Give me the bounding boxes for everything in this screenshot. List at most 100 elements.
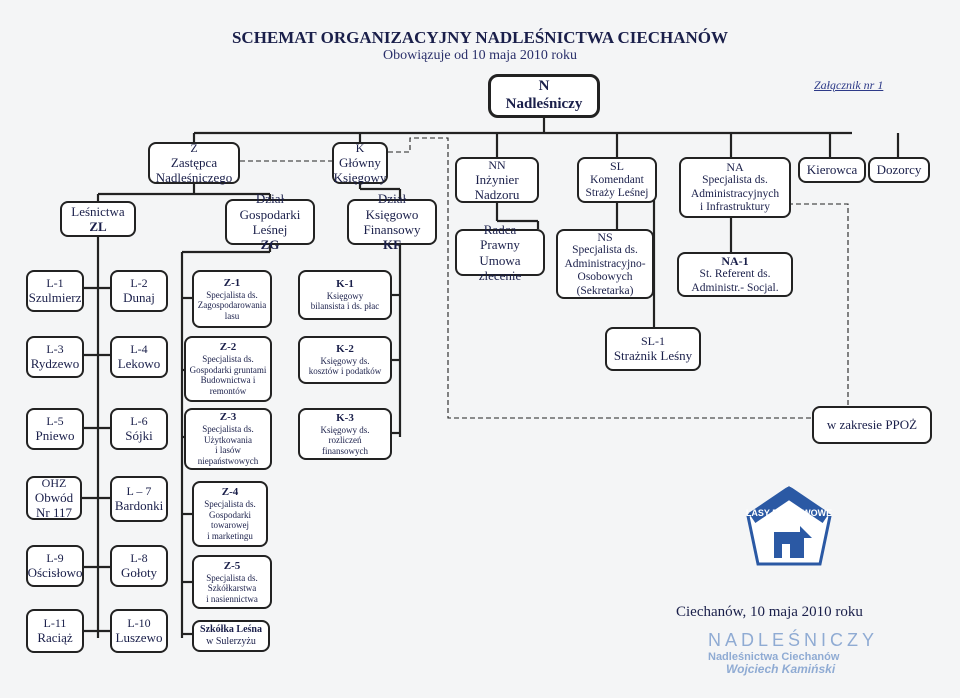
box-line: Kierowca — [806, 162, 858, 178]
box-line: w zakresie PPOŻ — [826, 417, 918, 433]
box-line: KF — [382, 237, 402, 253]
box-line: Radca — [483, 221, 517, 237]
box-line: Pniewo — [35, 428, 75, 444]
box-code: L-10 — [127, 616, 151, 631]
box-line: remontów — [209, 386, 247, 397]
box-code: L-5 — [46, 414, 64, 429]
box-line: Księgowy ds. — [320, 424, 370, 435]
org-box-ppoz: w zakresie PPOŻ — [812, 406, 932, 444]
box-code: Z-1 — [223, 276, 241, 289]
box-line: Specjalista ds. — [206, 289, 258, 300]
box-code: L-6 — [130, 414, 148, 429]
box-code: L-8 — [130, 551, 148, 566]
box-line: (Sekretarka) — [576, 284, 634, 297]
box-line: Lekowo — [117, 356, 161, 372]
box-line: Leśnictwa — [71, 203, 125, 219]
box-code: L-4 — [130, 342, 148, 357]
box-line: niepaństwowych — [197, 456, 259, 467]
box-line: Raciąż — [37, 630, 73, 646]
box-code: NA-1 — [721, 253, 749, 268]
box-line: Gospodarki — [209, 509, 251, 520]
box-line: Dział — [255, 191, 285, 207]
svg-text:LASY PAŃSTWOWE: LASY PAŃSTWOWE — [746, 508, 832, 518]
annex-label: Załącznik nr 1 — [814, 78, 884, 92]
chart-subtitle: Obowiązuje od 10 maja 2010 roku — [382, 48, 577, 63]
org-box-kierowca: Kierowca — [798, 157, 866, 183]
box-line: Użytkowania — [204, 434, 252, 445]
box-code: Z-2 — [219, 341, 237, 354]
box-line: Księgowy — [326, 290, 364, 301]
box-line: Ościsłowo — [27, 565, 83, 581]
box-line: Osobowych — [577, 271, 633, 284]
box-line: Rydzewo — [30, 356, 80, 372]
box-line: Nadleśniczego — [155, 170, 233, 186]
box-line: towarowej — [211, 520, 249, 531]
box-line: lasu — [224, 310, 240, 321]
box-line: rozliczeń — [328, 435, 362, 446]
box-code: Z-4 — [221, 486, 239, 499]
box-line: Budownictwa i — [200, 375, 256, 386]
box-code: N — [538, 78, 550, 95]
box-line: Specjalista ds. — [202, 424, 254, 435]
box-code: K — [355, 140, 365, 155]
box-line: Administr.- Socjal. — [691, 281, 779, 294]
box-line: Specjalista ds. — [572, 243, 638, 256]
box-code: SL-1 — [641, 334, 665, 349]
box-line: Obwód — [34, 489, 74, 505]
box-line: Specjalista ds. — [202, 354, 254, 365]
box-line: Gołoty — [120, 565, 158, 581]
box-code: SL — [609, 159, 624, 174]
box-code: Z-3 — [219, 411, 237, 424]
box-line: Specjalista ds. — [204, 499, 256, 510]
box-line: Specjalista ds. — [702, 174, 768, 187]
box-line: i Infrastruktury — [700, 201, 770, 214]
box-code: L-1 — [46, 276, 64, 291]
box-code: NN — [488, 157, 506, 172]
box-code: Z-5 — [223, 559, 241, 572]
box-line: Główny — [339, 154, 381, 170]
box-code: K-2 — [336, 342, 354, 355]
lasy-panstwowe-logo: LASY PAŃSTWOWE — [734, 482, 844, 577]
box-line: Księgowy — [333, 170, 387, 186]
box-line: Umowa zlecenie — [478, 252, 522, 283]
box-line: Szkółkarstwa — [207, 583, 257, 594]
box-line: ZL — [89, 219, 107, 234]
box-code: L-2 — [130, 276, 148, 291]
box-code: OHZ — [41, 475, 67, 490]
box-line: Specjalista ds. — [206, 572, 258, 583]
box-line: i nasiennictwa — [206, 593, 258, 604]
box-code: Z — [190, 140, 198, 155]
box-line: Inżynier — [475, 171, 519, 187]
box-line: Księgowy ds. — [320, 355, 370, 366]
box-line: Sójki — [125, 428, 153, 444]
box-code: NS — [597, 229, 613, 244]
box-line: finansowych — [322, 445, 368, 456]
box-line: Straży Leśnej — [585, 187, 649, 200]
box-line: w Sulerzyżu — [206, 636, 256, 647]
